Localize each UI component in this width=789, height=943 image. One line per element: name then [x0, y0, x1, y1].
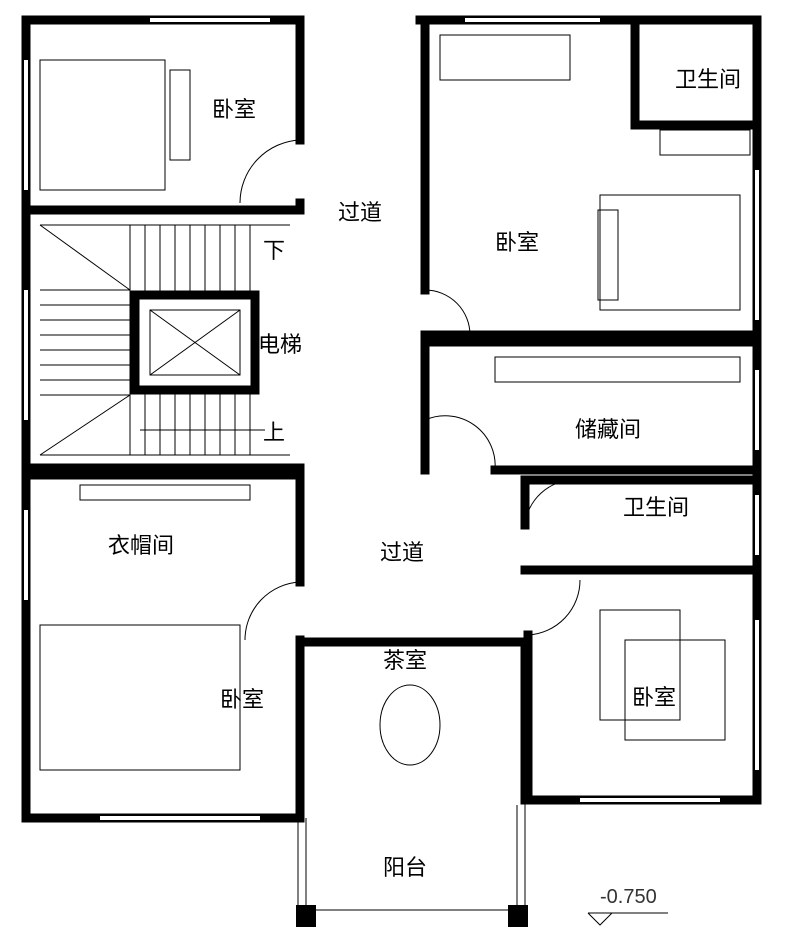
label-bedroom-top-left: 卧室 [212, 98, 256, 123]
balcony [296, 800, 528, 927]
label-elevator: 电梯 [258, 333, 302, 358]
label-bathroom-mid-right: 卫生间 [623, 496, 689, 521]
label-bedroom-bottom-left: 卧室 [220, 688, 264, 713]
stairs [39, 224, 290, 456]
column [296, 905, 316, 927]
label-storage: 储藏间 [575, 418, 641, 443]
label-tea-room: 茶室 [383, 649, 427, 674]
label-corridor-top: 过道 [338, 201, 382, 226]
label-balcony: 阳台 [383, 856, 427, 881]
level-symbol [587, 912, 668, 926]
label-stairs-down: 下 [263, 239, 285, 264]
label-bedroom-bottom-right: 卧室 [632, 686, 676, 711]
label-stairs-up: 上 [263, 421, 285, 446]
label-bedroom-top-right: 卧室 [495, 231, 539, 256]
level-mark: -0.750 [600, 886, 657, 908]
label-bathroom-top-right: 卫生间 [675, 68, 741, 93]
furniture [39, 34, 751, 771]
labels: 卧室 过道 卧室 卫生间 下 上 电梯 储藏间 卫生间 衣帽间 过道 茶室 卧室… [108, 68, 741, 926]
doors [239, 139, 581, 641]
label-corridor-bottom: 过道 [380, 541, 424, 566]
column [508, 905, 528, 927]
label-cloakroom: 衣帽间 [108, 534, 174, 559]
walls [21, 15, 762, 823]
